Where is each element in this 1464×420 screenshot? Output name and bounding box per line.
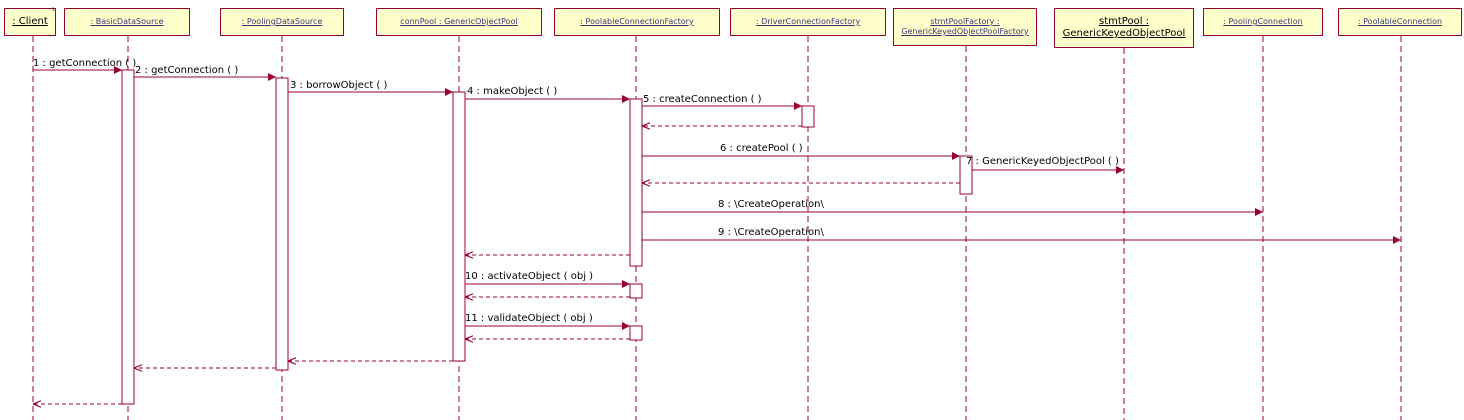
- activation-bar-spf: [959, 155, 973, 195]
- lifeline-dcf-label: : DriverConnectionFactory: [755, 17, 861, 26]
- lifeline-stmt-pool[interactable]: stmtPool : GenericKeyedObjectPool: [1054, 8, 1194, 48]
- lifeline-basic-data-source[interactable]: : BasicDataSource: [64, 8, 190, 36]
- lifeline-pc-label: : PoolingConnection: [1223, 17, 1303, 26]
- lifeline-spf-label: stmtPoolFactory : GenericKeyedObjectPool…: [901, 17, 1029, 36]
- message-label-11: 11 : validateObject ( obj ): [465, 313, 593, 324]
- activation-bar-basic: [121, 69, 135, 405]
- message-label-3: 3 : borrowObject ( ): [290, 80, 388, 91]
- lifeline-client-label: : Client: [12, 15, 48, 27]
- lifeline-basic-label: : BasicDataSource: [90, 17, 164, 26]
- activation-bar-connpool: [452, 91, 466, 362]
- activation-bar-pcf: [629, 325, 643, 341]
- message-label-9: 9 : \CreateOperation\: [718, 227, 824, 238]
- message-label-5: 5 : createConnection ( ): [643, 94, 762, 105]
- activation-bars: [121, 69, 973, 405]
- lifeline-pooling-connection[interactable]: : PoolingConnection: [1203, 8, 1323, 36]
- lifeline-conn-pool[interactable]: connPool : GenericObjectPool: [376, 8, 542, 36]
- lifeline-pooling-data-source[interactable]: : PoolingDataSource: [220, 8, 344, 36]
- lifeline-poolable-connection-factory[interactable]: : PoolableConnectionFactory: [554, 8, 720, 36]
- lifeline-pooling-label: : PoolingDataSource: [241, 17, 323, 26]
- activation-bar-dcf: [801, 105, 815, 128]
- message-label-4: 4 : makeObject ( ): [467, 86, 557, 97]
- activation-bar-pcf: [629, 98, 643, 267]
- message-label-6: 6 : createPool ( ): [720, 143, 803, 154]
- activation-bar-pcf: [629, 283, 643, 299]
- lifeline-stmt-pool-factory[interactable]: stmtPoolFactory : GenericKeyedObjectPool…: [893, 8, 1037, 46]
- lifeline-sp-label: stmtPool : GenericKeyedObjectPool: [1062, 15, 1186, 40]
- message-label-1: 1 : getConnection ( ): [33, 58, 136, 69]
- lifeline-driver-connection-factory[interactable]: : DriverConnectionFactory: [730, 8, 886, 36]
- message-label-2: 2 : getConnection ( ): [135, 65, 238, 76]
- lifeline-poolable-connection[interactable]: : PoolableConnection: [1338, 8, 1462, 36]
- lifeline-client[interactable]: : Client: [4, 8, 56, 36]
- lifeline-pbc-label: : PoolableConnection: [1357, 17, 1443, 26]
- message-arrows: 1 : getConnection ( )2 : getConnection (…: [33, 58, 1401, 404]
- lifeline-pcf-label: : PoolableConnectionFactory: [580, 17, 694, 26]
- message-label-10: 10 : activateObject ( obj ): [465, 271, 593, 282]
- message-label-7: 7 : GenericKeyedObjectPool ( ): [966, 156, 1119, 167]
- message-label-8: 8 : \CreateOperation\: [718, 199, 824, 210]
- activation-bar-pooling: [275, 77, 289, 371]
- actor-icon: ¹: [52, 6, 56, 15]
- lifeline-connpool-label: connPool : GenericObjectPool: [400, 17, 518, 26]
